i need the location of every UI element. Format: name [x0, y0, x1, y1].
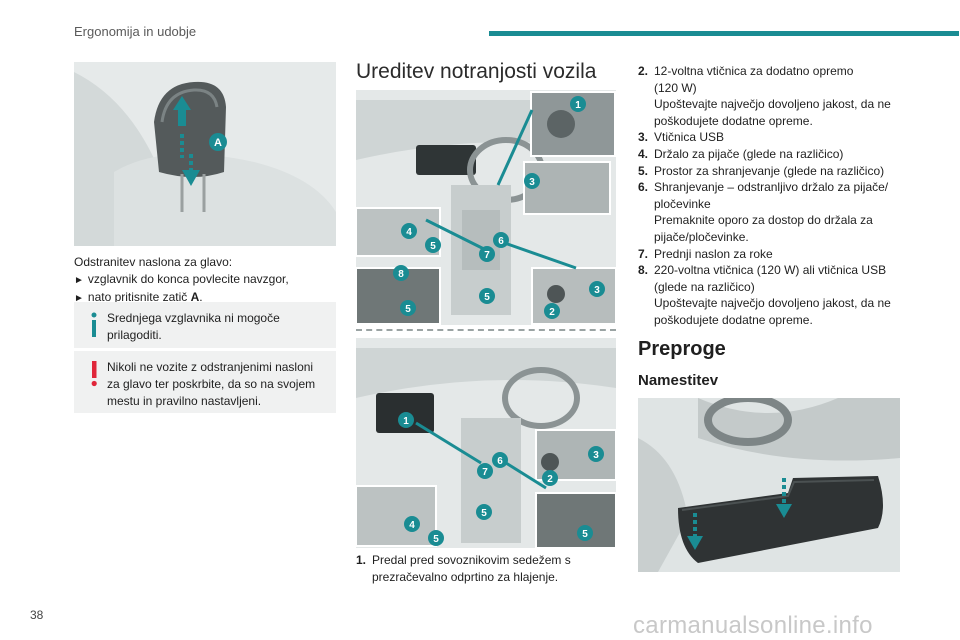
- badge-8: 8: [398, 269, 404, 280]
- list-item: 7. Prednji naslon za roke: [638, 246, 773, 261]
- list-item: 1. Predal pred sovoznikovim sedežem s pr…: [356, 553, 571, 584]
- badge-4: 4: [409, 520, 415, 531]
- list-item: 2. 12-voltna vtičnica za dodatno opremo …: [638, 64, 891, 128]
- subsection-title-installation: Namestitev: [638, 372, 719, 389]
- info-icon: [91, 312, 97, 337]
- header-accent-bar: [489, 31, 959, 36]
- badge-1: 1: [403, 416, 409, 427]
- bullet-arrow-icon: ►: [74, 293, 84, 304]
- headrest-drawing: A: [74, 62, 336, 246]
- floor-mat-illustration: [638, 398, 900, 572]
- badge-5: 5: [430, 241, 436, 252]
- warning-notice: Nikoli ne vozite z odstranjenimi nasloni…: [74, 351, 336, 413]
- headrest-label-a: A: [214, 137, 222, 149]
- badge-5: 5: [405, 304, 411, 315]
- badge-5: 5: [433, 534, 439, 545]
- headrest-step-2: ►nato pritisnite zatič A.: [74, 290, 203, 304]
- badge-4: 4: [406, 227, 412, 238]
- interior-bottom-drawing: 1 6 7 3 2 4 5 5 5: [356, 338, 616, 548]
- headrest-intro: Odstranitev naslona za glavo:: [74, 255, 233, 269]
- list-item: 5. Prostor za shranjevanje (glede na raz…: [638, 163, 885, 178]
- interior-list-part-1: 1. Predal pred sovoznikovim sedežem s pr…: [356, 552, 616, 585]
- exclamation-icon: [91, 361, 97, 387]
- headrest-illustration: A: [74, 62, 336, 246]
- badge-3: 3: [529, 177, 535, 188]
- badge-2: 2: [547, 474, 553, 485]
- interior-list-part-2: 2. 12-voltna vtičnica za dodatno opremo …: [638, 63, 938, 329]
- figure-divider: [356, 329, 616, 331]
- list-item: 8. 220-voltna vtičnica (120 W) ali vtičn…: [638, 263, 891, 327]
- site-watermark: carmanualsonline.info: [633, 612, 873, 639]
- badge-5: 5: [481, 508, 487, 519]
- badge-7: 7: [484, 250, 490, 261]
- list-item: 6. Shranjevanje – odstranljivo držalo za…: [638, 180, 889, 244]
- floor-mat-drawing: [638, 398, 900, 572]
- info-notice-text: Srednjega vzglavnika ni mogoče prilagodi…: [107, 311, 280, 342]
- section-title-interior: Ureditev notranjosti vozila: [356, 60, 597, 83]
- page-number: 38: [30, 608, 44, 622]
- list-item: 3. Vtičnica USB: [638, 130, 725, 145]
- bullet-arrow-icon: ►: [74, 275, 84, 286]
- badge-6: 6: [498, 236, 504, 247]
- interior-layout-top: 1 3 4 5 6 7 8 5 5 2 3: [356, 90, 616, 325]
- list-item: 4. Držalo za pijače (glede na različico): [638, 146, 844, 161]
- badge-3: 3: [593, 450, 599, 461]
- badge-7: 7: [482, 467, 488, 478]
- headrest-step-1: ►vzglavnik do konca povlecite navzgor,: [74, 272, 289, 286]
- badge-2: 2: [549, 307, 555, 318]
- warning-notice-text: Nikoli ne vozite z odstranjenimi nasloni…: [107, 360, 316, 408]
- interior-top-drawing: 1 3 4 5 6 7 8 5 5 2 3: [356, 90, 616, 325]
- badge-5: 5: [484, 292, 490, 303]
- badge-6: 6: [497, 456, 503, 467]
- section-title-mats: Preproge: [638, 338, 726, 360]
- interior-top-badges: 1 3 4 5 6 7 8 5 5 2 3: [393, 96, 605, 319]
- badge-1: 1: [575, 100, 581, 111]
- page-header-title: Ergonomija in udobje: [74, 24, 197, 39]
- headrest-instructions: Odstranitev naslona za glavo: ►vzglavnik…: [74, 254, 336, 307]
- badge-5: 5: [582, 529, 588, 540]
- interior-bottom-badges: 1 6 7 3 2 4 5 5 5: [398, 412, 604, 546]
- interior-layout-bottom: 1 6 7 3 2 4 5 5 5: [356, 338, 616, 548]
- info-notice: Srednjega vzglavnika ni mogoče prilagodi…: [74, 302, 336, 348]
- badge-3: 3: [594, 285, 600, 296]
